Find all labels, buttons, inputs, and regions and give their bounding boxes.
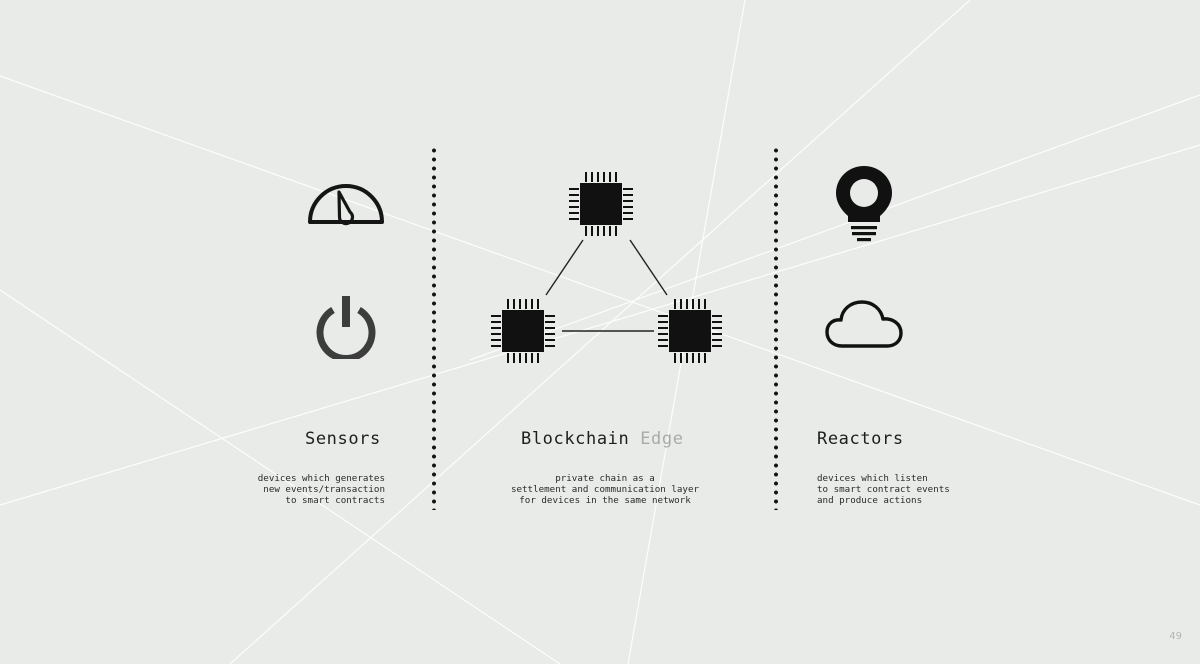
reactors-title: Reactors <box>817 429 904 449</box>
edge-title-main: Blockchain <box>521 429 630 449</box>
link-top-left <box>545 239 584 296</box>
link-top-right <box>629 239 668 296</box>
chip-icon <box>490 298 556 364</box>
page-number: 49 <box>1169 631 1182 642</box>
edge-title-accent: Edge <box>640 429 684 449</box>
reactors-description: devices which listen to smart contract e… <box>817 473 950 506</box>
sensors-description: devices which generates new events/trans… <box>257 473 385 506</box>
power-icon <box>316 296 376 359</box>
chip-network <box>490 171 723 364</box>
left-divider <box>432 146 436 510</box>
cloud-icon <box>825 300 903 348</box>
lightbulb-icon <box>836 166 892 242</box>
chip-icon <box>568 171 634 237</box>
sensors-title: Sensors <box>305 429 381 449</box>
edge-title: Blockchain Edge <box>521 429 684 449</box>
gauge-icon <box>308 184 384 226</box>
right-divider <box>774 146 778 510</box>
chip-icon <box>657 298 723 364</box>
edge-description: private chain as a settlement and commun… <box>510 473 700 506</box>
